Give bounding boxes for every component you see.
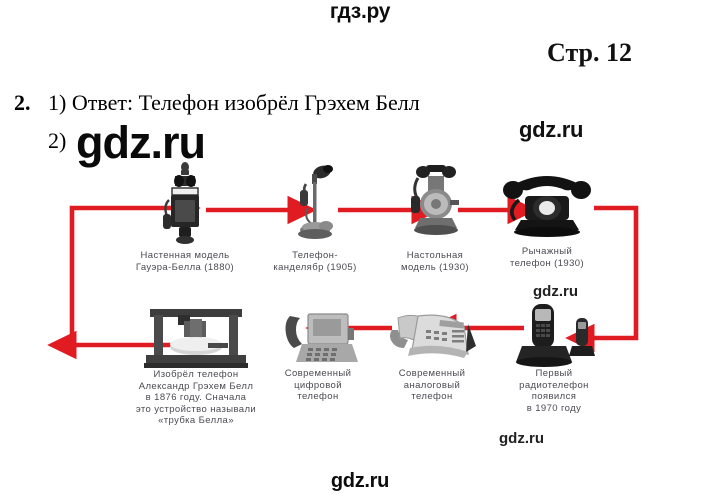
node-wall-model: Настенная модель Гауэра-Белла (1880) <box>120 160 250 273</box>
node-modern-analog-caption: Современный аналоговый телефон <box>398 368 466 402</box>
watermark-bottom: gdz.ru <box>330 470 390 492</box>
node-bell-apparatus-caption: Изобрёл телефон Александр Грэхем Белл в … <box>135 369 257 426</box>
telephone-history-diagram: Настенная модель Гауэра-Белла (1880) Тел… <box>0 160 720 460</box>
node-desk-model: Настольная модель (1930) <box>380 160 490 273</box>
cordless-phone-icon <box>516 304 595 367</box>
watermark-top: гдз.ру <box>329 0 391 23</box>
node-first-radiophone-caption: Первый радиотелефон появился в 1970 году <box>519 368 589 414</box>
task-answer-line-1: 1) Ответ: Телефон изобрёл Грэхем Белл <box>48 90 420 115</box>
node-lever-phone: Рычажный телефон (1930) <box>488 166 606 269</box>
node-desk-model-caption: Настольная модель (1930) <box>401 250 469 273</box>
node-lever-phone-caption: Рычажный телефон (1930) <box>509 246 585 269</box>
watermark-diagram-bottom: gdz.ru <box>499 430 544 447</box>
node-bell-apparatus: Изобрёл телефон Александр Грэхем Белл в … <box>96 305 296 427</box>
node-modern-analog: Современный аналоговый телефон <box>372 308 492 403</box>
desk-telephone-icon <box>411 165 459 235</box>
rotary-lever-telephone-icon <box>503 176 591 237</box>
task-item-2-number: 2) <box>48 128 67 153</box>
watermark-diagram-right: gdz.ru <box>533 283 578 300</box>
node-candlestick-caption: Телефон- канделябр (1905) <box>273 250 357 273</box>
bell-telephone-apparatus-icon <box>144 309 248 368</box>
node-candlestick: Телефон- канделябр (1905) <box>260 160 370 273</box>
node-first-radiophone: Первый радиотелефон появился в 1970 году <box>494 302 614 414</box>
watermark-mid-right: gdz.ru <box>519 117 584 142</box>
node-wall-model-caption: Настенная модель Гауэра-Белла (1880) <box>135 250 235 273</box>
analog-desk-phone-icon <box>390 314 476 358</box>
task-number: 2. <box>14 90 31 115</box>
wall-telephone-icon <box>163 162 199 244</box>
node-modern-digital: Современный цифровой телефон <box>258 308 378 403</box>
node-modern-digital-caption: Современный цифровой телефон <box>284 368 352 402</box>
digital-ip-phone-icon <box>285 313 358 362</box>
watermark-big-overlay: gdz.ru <box>76 117 206 168</box>
page-number: Стр. 12 <box>547 38 632 67</box>
candlestick-telephone-icon <box>298 165 333 239</box>
